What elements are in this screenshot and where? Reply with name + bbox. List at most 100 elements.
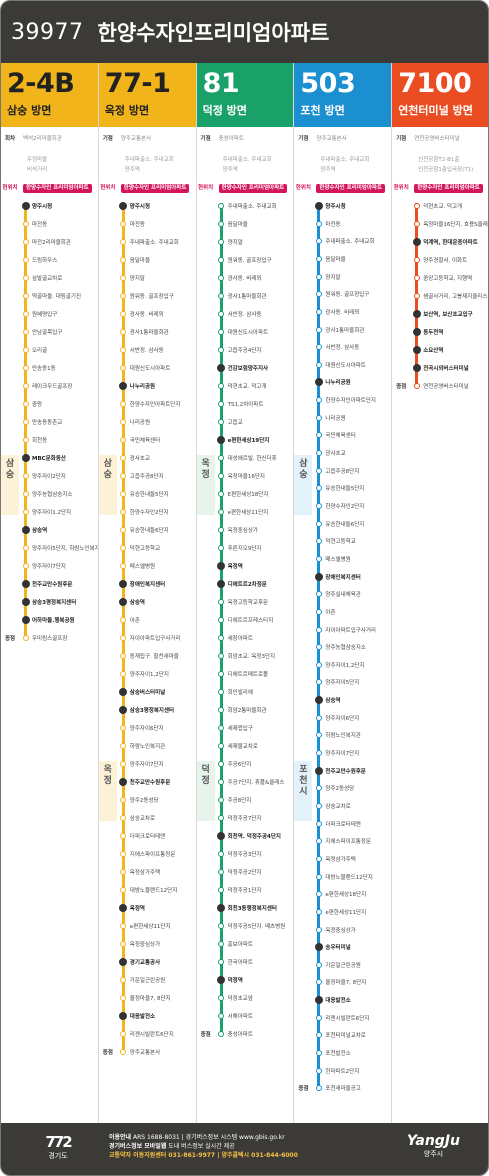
route-header[interactable]: 2-4B 삼숭 방면 [1,63,98,127]
previous-stop: 주내파출소. 주내교회 [320,157,370,163]
stop-name: 레이크우드골프장 [32,384,73,390]
stop-name: e편한세상18단지 [325,892,367,899]
stop-marker [413,293,420,299]
previous-stop: 비석거리 [27,167,48,173]
stop-name: 건강보험양주지사 [227,366,269,372]
stop-name: 양주자이7단지 [129,762,164,768]
zone-band: 옥정 [196,455,215,515]
stop-name: 한양수자인2단지 [129,510,169,516]
stop-name: 자이아파트입구사거리 [129,636,181,642]
stop-marker [22,257,29,263]
stop-marker [119,688,128,696]
stop-name: 메스엘병원 [325,556,351,563]
stop-name: 양주자이5단지 [325,680,360,687]
stop-marker [315,679,322,686]
stop-name: 지에스파이프통정문 [129,852,176,858]
stop-marker [120,671,127,677]
stop-marker [218,635,225,641]
current-label: 현위치 [198,184,214,191]
stop-name: 가운일근린공원 [129,978,166,984]
stop-marker [412,310,421,318]
stop-name: 마전동 [32,222,48,228]
stop-name: 대원신도시아파트 [325,362,366,369]
current-label: 현위치 [295,184,311,191]
stop-marker [218,689,225,695]
stop-marker [315,308,322,315]
stop-marker [120,509,127,515]
stop-marker [315,397,322,404]
stop-marker [315,291,322,298]
end-label: 종점 [200,1032,211,1038]
stop-name: 포천새마을공고 [325,1086,361,1093]
stop-marker [22,293,29,299]
stop-name: 삼숭3평정복지센터 [129,708,175,714]
stop-marker [119,580,128,588]
stop-name: 옥정역 [227,564,243,570]
stop-name: 한마파트2단지 [325,1068,360,1075]
stop-name: e편한세상11단지 [227,510,269,516]
stop-name: 한양수자인프리미엄아파트 [97,21,330,45]
stop-name: 옥정역 [129,906,145,912]
stop-name: 천주교만수원후문 [129,780,171,786]
stop-name: 전곡시외버스터미널 [423,366,469,372]
stop-marker [315,1032,322,1039]
stop-marker [119,382,128,390]
stop-marker [120,851,127,857]
info-label-1: 이용안내 [109,1134,132,1141]
route-number: 503 [300,68,356,99]
stop-name: 고읍주공4단지 [227,348,262,354]
stop-name: 고읍주공8단지 [325,468,360,475]
stop-marker [315,344,322,351]
stop-name: 양주자이7단지 [32,564,66,570]
stop-marker [120,617,127,623]
stop-marker [120,887,127,893]
stop-name: 삼숭교차로 [129,816,156,822]
stop-marker [120,743,127,749]
previous-stop: 양주역 [222,167,238,173]
stop-name: 대성헤르빌. 한신더휴 [227,456,277,462]
stop-marker [315,714,322,721]
stop-name: 한양수자인2단지 [325,504,365,510]
stop-name: 더퍼크로터테앤 [129,834,166,840]
stop-name: 양주자이6단지 [129,726,164,732]
stop-marker [315,926,322,933]
stop-name: 중랑 [32,402,43,408]
origin-stop: 충성아파트 [218,136,244,142]
stop-marker [120,239,127,245]
stop-name: 양주2동성당 [325,786,355,793]
stop-name: 옥정마을16단지 [227,474,265,480]
stop-name: 양주자이1,2단지 [325,662,365,669]
stop-name: 우미림스골프장 [32,636,68,642]
stop-name: 서반정. 삼사동 [227,312,262,318]
stop-name: 원혜명입구 [32,312,58,318]
stop-name: 율정마을7, 8단지 [325,980,367,987]
stop-marker [120,815,127,821]
gyeonggi-name: 경기도 [48,1152,68,1160]
route-number: 2-4B [7,68,75,99]
stop-marker [315,467,322,474]
route-direction: 삼숭 방면 [7,104,52,117]
stop-marker [315,1085,322,1092]
stop-marker [315,644,322,651]
stop-name: 주공6단지 [227,762,252,768]
stop-name: 유승한내들6단지 [129,528,169,534]
info-label-2: 경기버스정보 모바일웹 [109,1143,167,1150]
stop-marker [120,1031,127,1037]
route-direction: 옥정 방면 [104,104,150,117]
stop-name: 장애인복지센터 [325,574,361,581]
stop-marker [218,383,225,389]
stop-marker [315,608,322,615]
stop-marker [315,361,322,368]
stop-name: 양주자이1.2단지 [32,510,72,516]
stop-name: e편한세상19단지 [227,438,270,444]
stop-name: 나리공원 [129,420,151,426]
stop-marker [22,635,29,641]
stop-marker [119,706,128,714]
